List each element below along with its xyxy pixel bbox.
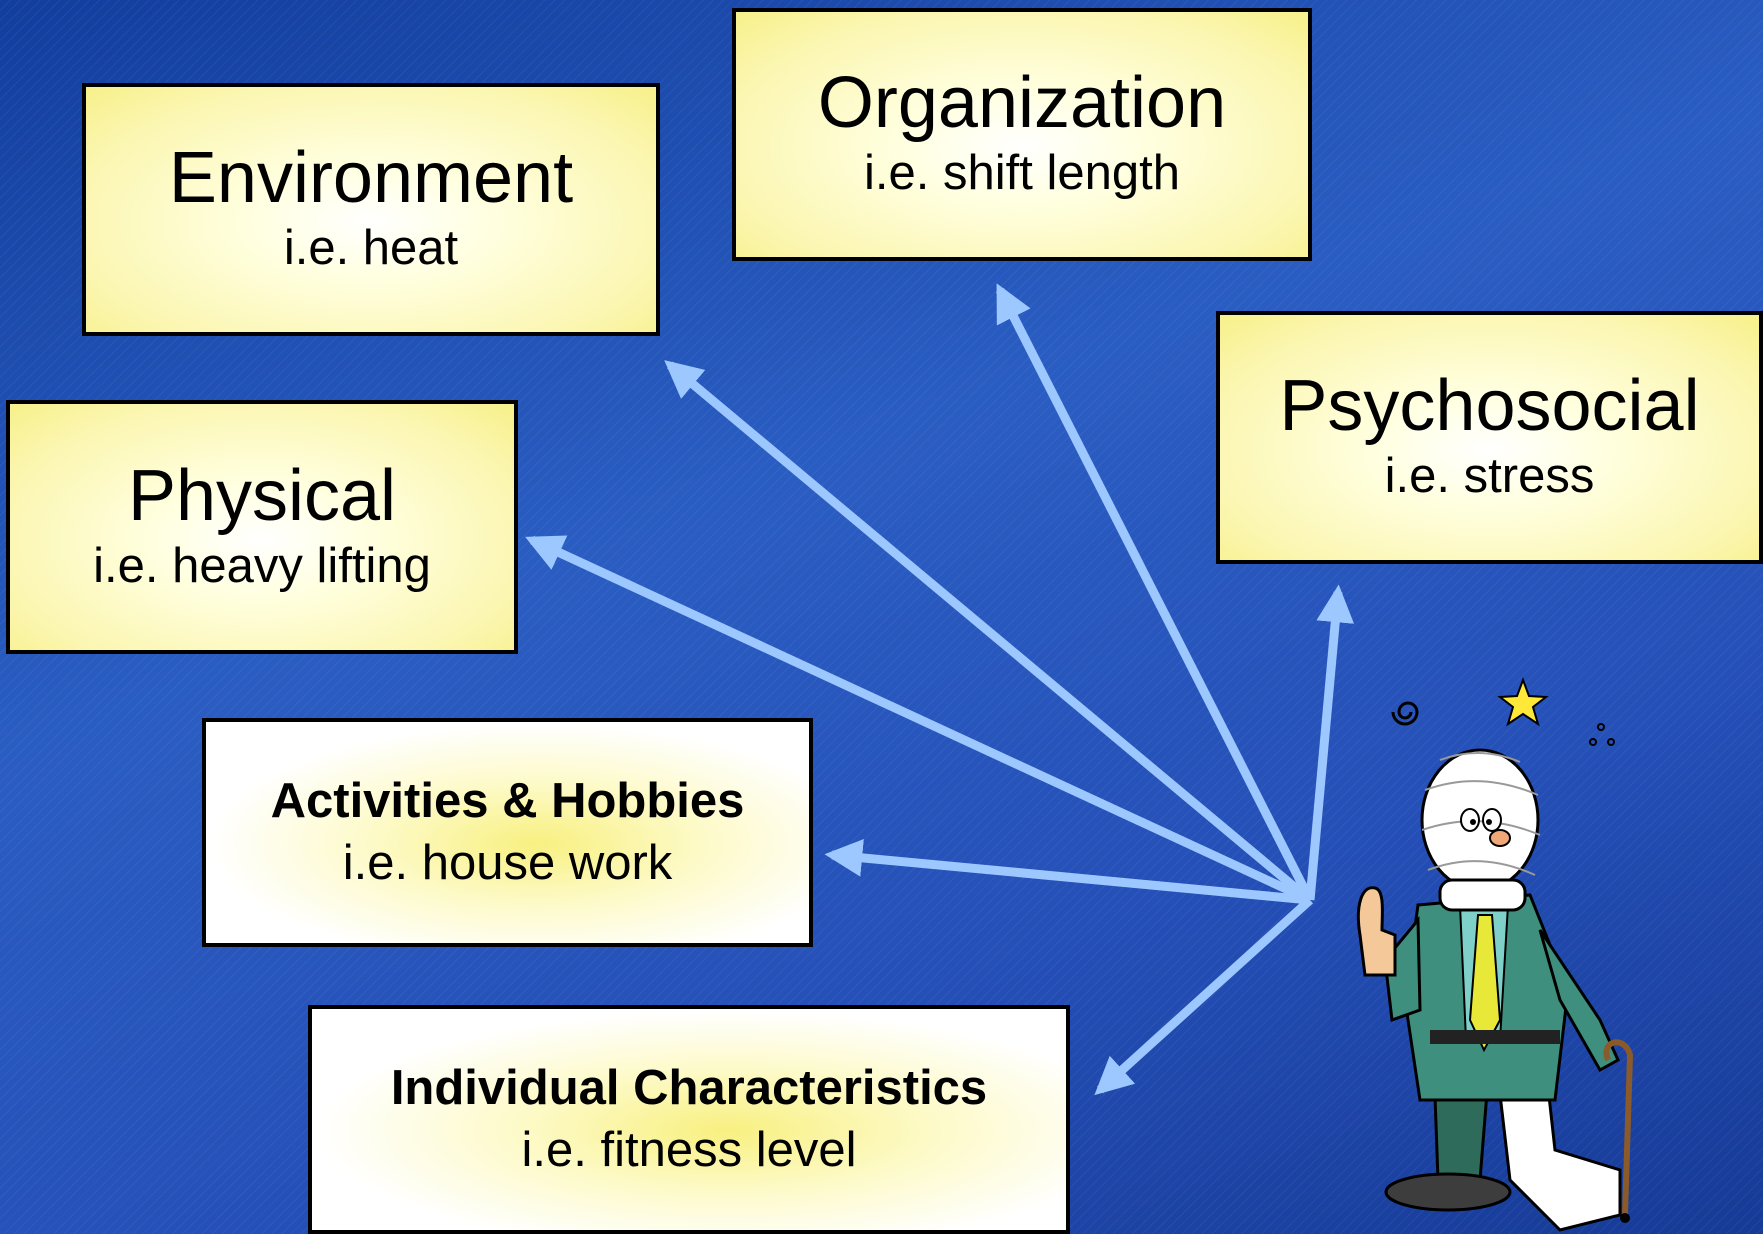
arrow-to-activities (824, 839, 1311, 905)
dizzy-spiral-icon (1391, 701, 1419, 726)
activities-box: Activities & Hobbies i.e. house work (202, 718, 813, 947)
organization-box: Organization i.e. shift length (732, 8, 1312, 261)
cane (1603, 1039, 1634, 1216)
arrow-to-psychosocial (1305, 584, 1355, 901)
environment-box: Environment i.e. heat (82, 83, 660, 336)
organization-example: i.e. shift length (864, 146, 1180, 201)
arrow-to-organization (995, 283, 1315, 903)
eye-right (1482, 808, 1502, 832)
right-arm (1538, 929, 1620, 1073)
activities-title: Activities & Hobbies (270, 774, 745, 829)
physical-box: Physical i.e. heavy lifting (6, 400, 518, 654)
nose (1489, 829, 1511, 847)
dizzy-dots-icon (1589, 723, 1615, 746)
psychosocial-box: Psychosocial i.e. stress (1216, 311, 1763, 564)
belt (1430, 1030, 1560, 1044)
activities-example: i.e. house work (342, 835, 673, 890)
neck-bandage (1438, 878, 1527, 912)
physical-example: i.e. heavy lifting (93, 538, 431, 593)
environment-example: i.e. heat (283, 221, 459, 276)
head-bandage-wraps (1421, 752, 1541, 876)
physical-title: Physical (127, 455, 397, 536)
individual-box: Individual Characteristics i.e. fitness … (308, 1005, 1070, 1234)
individual-title: Individual Characteristics (390, 1061, 988, 1116)
shoe (1384, 1172, 1512, 1212)
star-icon (1497, 677, 1549, 727)
eye-left (1460, 808, 1480, 832)
environment-title: Environment (168, 138, 574, 219)
arrow-to-physical (525, 535, 1312, 905)
organization-title: Organization (817, 63, 1227, 144)
cane-tip (1620, 1213, 1630, 1223)
individual-example: i.e. fitness level (521, 1122, 857, 1177)
thumbs-up-hand (1356, 886, 1397, 977)
arrow-to-individual (1094, 896, 1314, 1096)
psychosocial-example: i.e. stress (1384, 449, 1595, 504)
arrow-to-environment (664, 360, 1313, 904)
psychosocial-title: Psychosocial (1279, 366, 1700, 447)
